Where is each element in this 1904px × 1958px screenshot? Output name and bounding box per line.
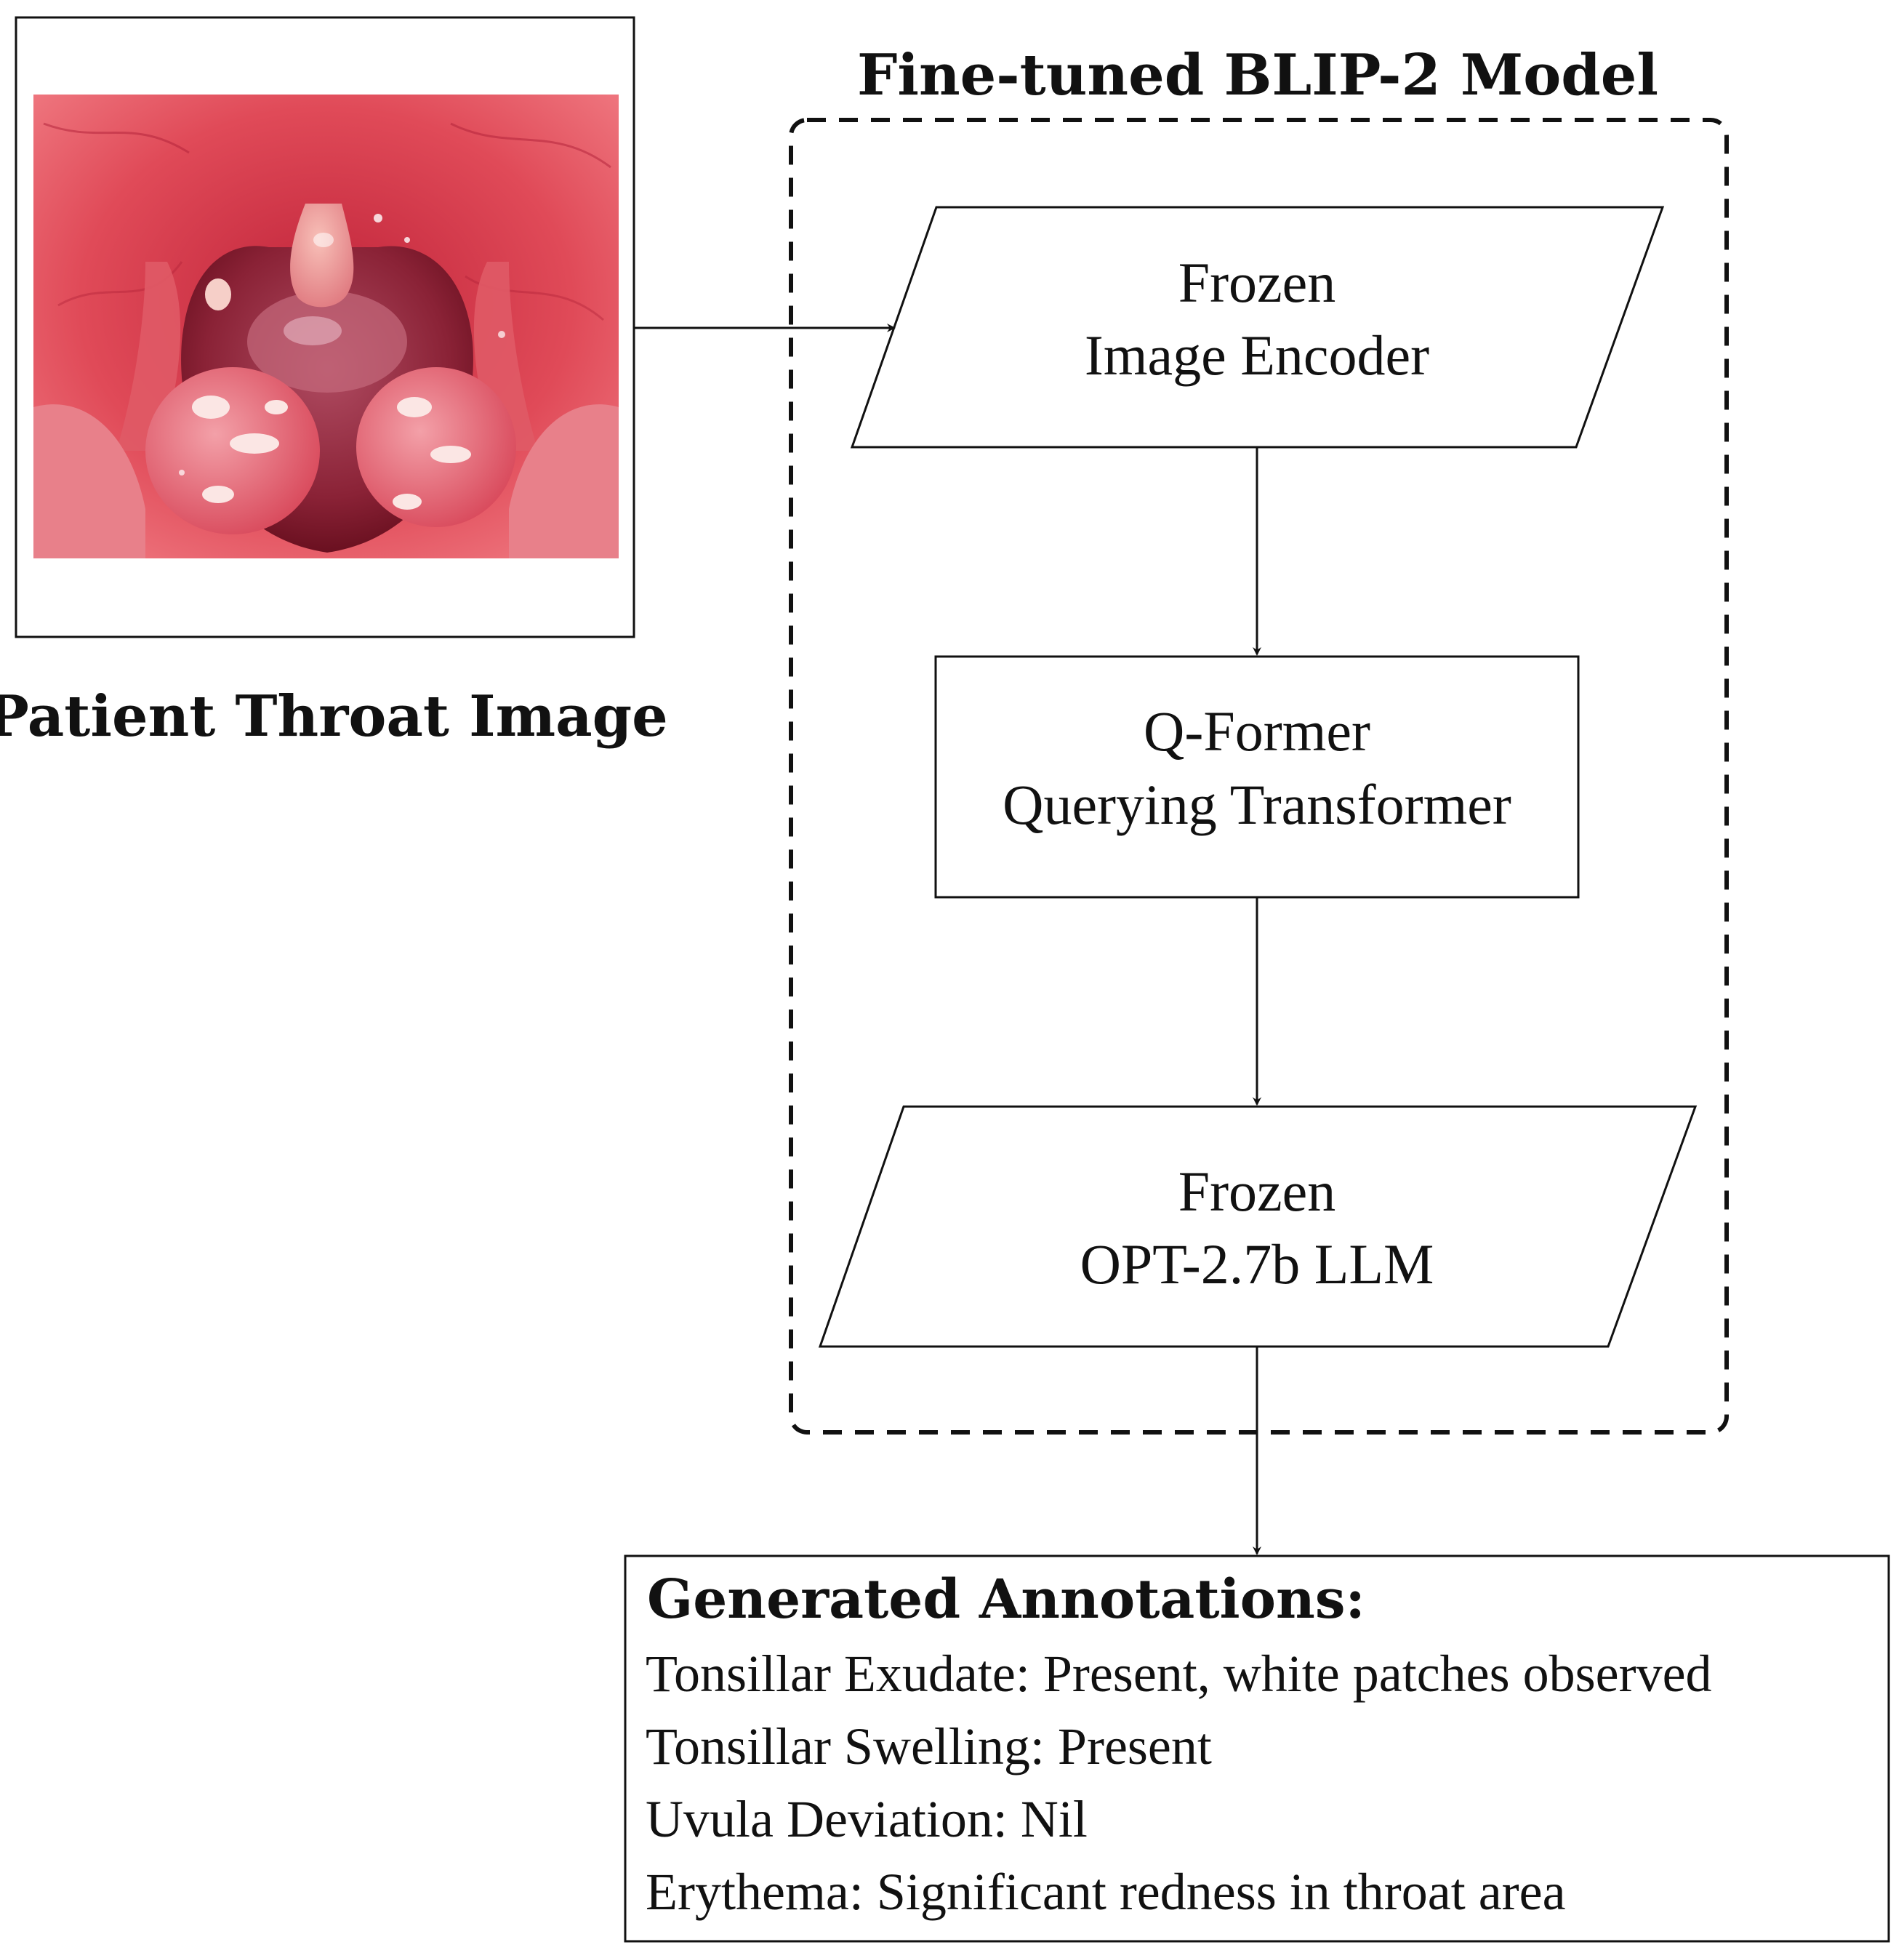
qformer-line1: Q-Former xyxy=(1144,699,1370,763)
output-line-uvula: Uvula Deviation: Nil xyxy=(646,1790,1088,1848)
output-annotations-box xyxy=(624,1554,1890,1943)
image-encoder-block xyxy=(850,206,1665,449)
llm-line2: OPT-2.7b LLM xyxy=(1080,1232,1434,1296)
output-line-swelling: Tonsillar Swelling: Present xyxy=(646,1717,1212,1776)
llm-block xyxy=(818,1105,1698,1348)
llm-line1: Frozen xyxy=(1178,1160,1336,1223)
output-line-erythema: Erythema: Significant redness in throat … xyxy=(646,1863,1566,1921)
output-heading: Generated Annotations: xyxy=(647,1568,1365,1631)
model-title: Fine-tuned BLIP-2 Model xyxy=(857,42,1658,108)
qformer-block xyxy=(934,655,1580,899)
throat-photo-icon xyxy=(33,95,619,558)
image-encoder-line2: Image Encoder xyxy=(1085,324,1429,387)
output-line-exudate: Tonsillar Exudate: Present, white patche… xyxy=(646,1645,1712,1703)
model-container xyxy=(789,118,1729,1435)
input-caption: Patient Throat Image xyxy=(0,683,668,750)
qformer-line2: Querying Transformer xyxy=(1003,773,1511,836)
image-encoder-line1: Frozen xyxy=(1178,251,1336,314)
